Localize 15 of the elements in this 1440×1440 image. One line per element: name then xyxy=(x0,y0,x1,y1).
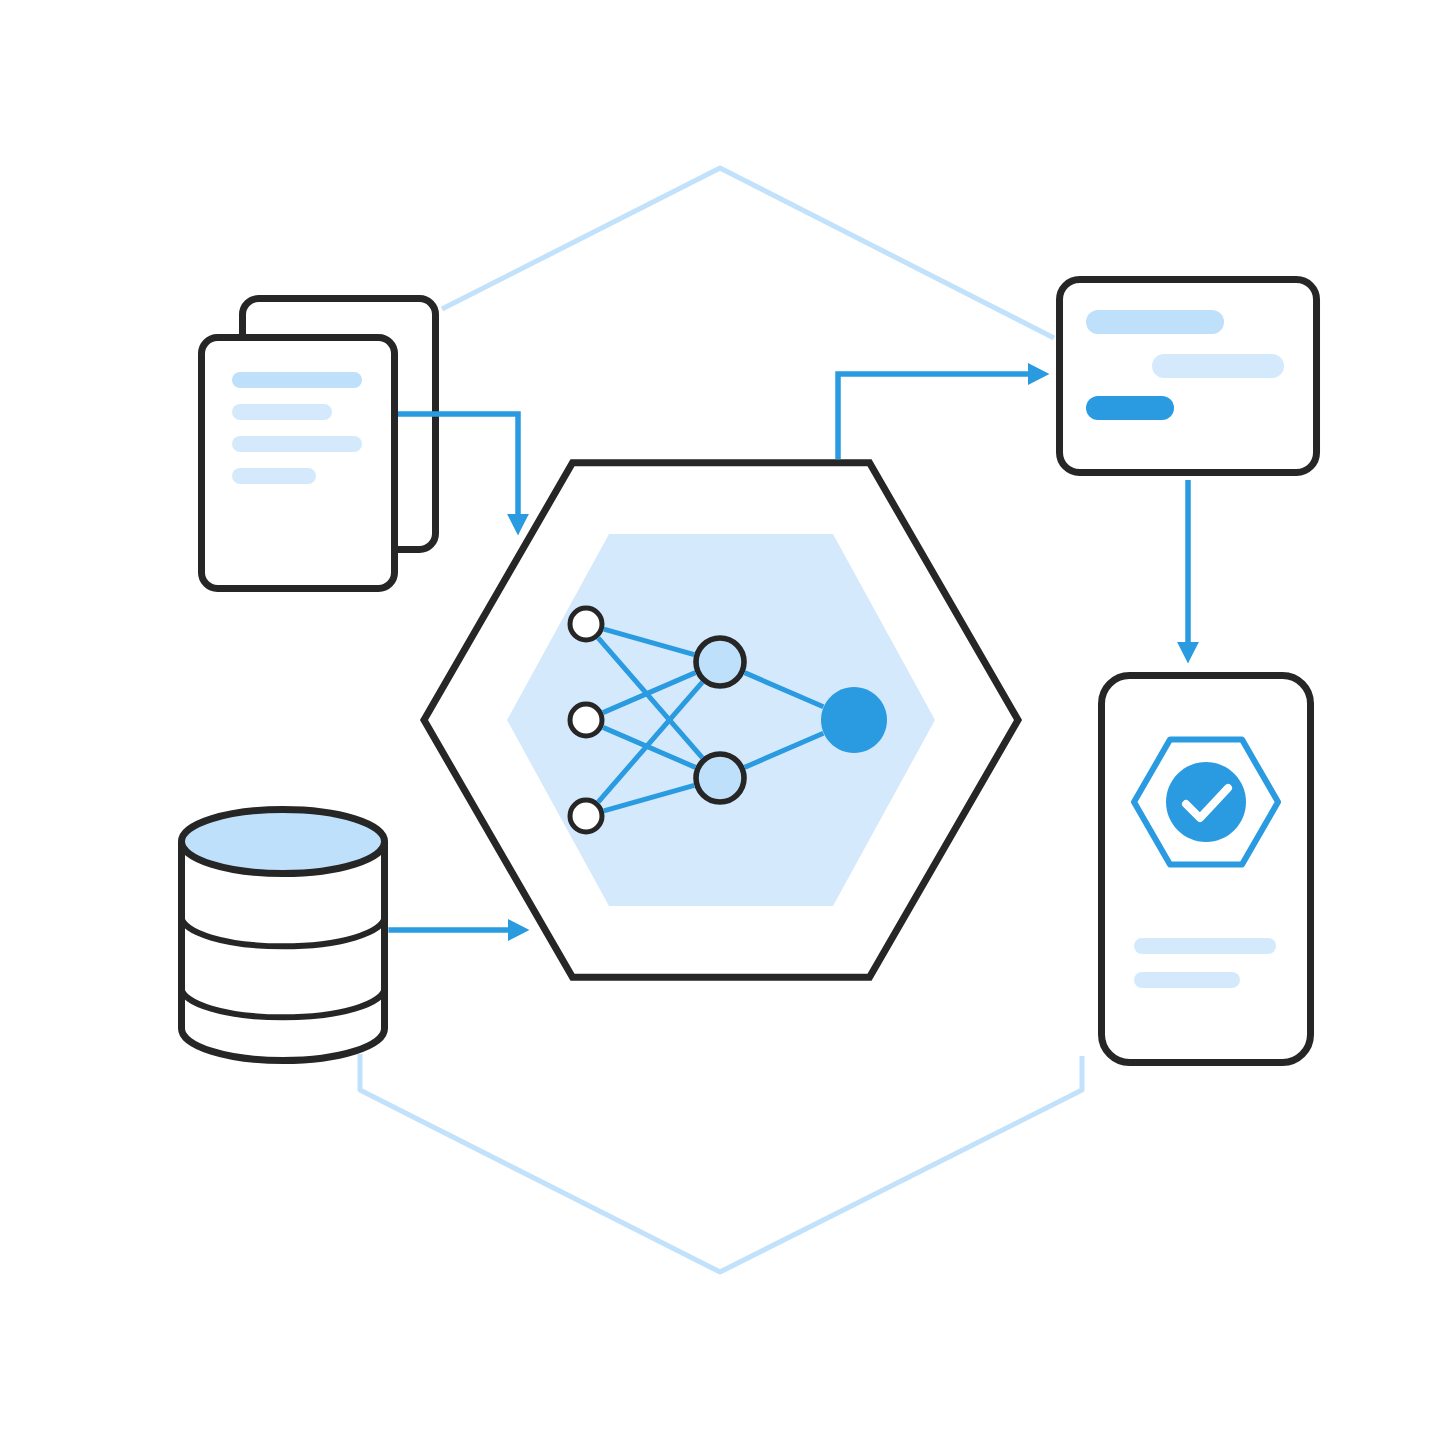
connector-line xyxy=(596,680,705,804)
neuron-circle xyxy=(693,751,747,805)
neuron-circle xyxy=(821,687,887,753)
connector-line xyxy=(602,725,697,770)
connector-line xyxy=(743,670,825,710)
connector-line xyxy=(596,636,705,760)
neuron-circle xyxy=(567,605,605,643)
neuron-circle xyxy=(567,701,605,739)
connector-line xyxy=(603,782,695,814)
connector-line xyxy=(603,626,695,658)
connector-line xyxy=(602,670,697,715)
database-cylinder xyxy=(178,806,388,1064)
neuron-circle xyxy=(693,635,747,689)
neuron-circle xyxy=(567,797,605,835)
connector-line xyxy=(743,731,825,770)
